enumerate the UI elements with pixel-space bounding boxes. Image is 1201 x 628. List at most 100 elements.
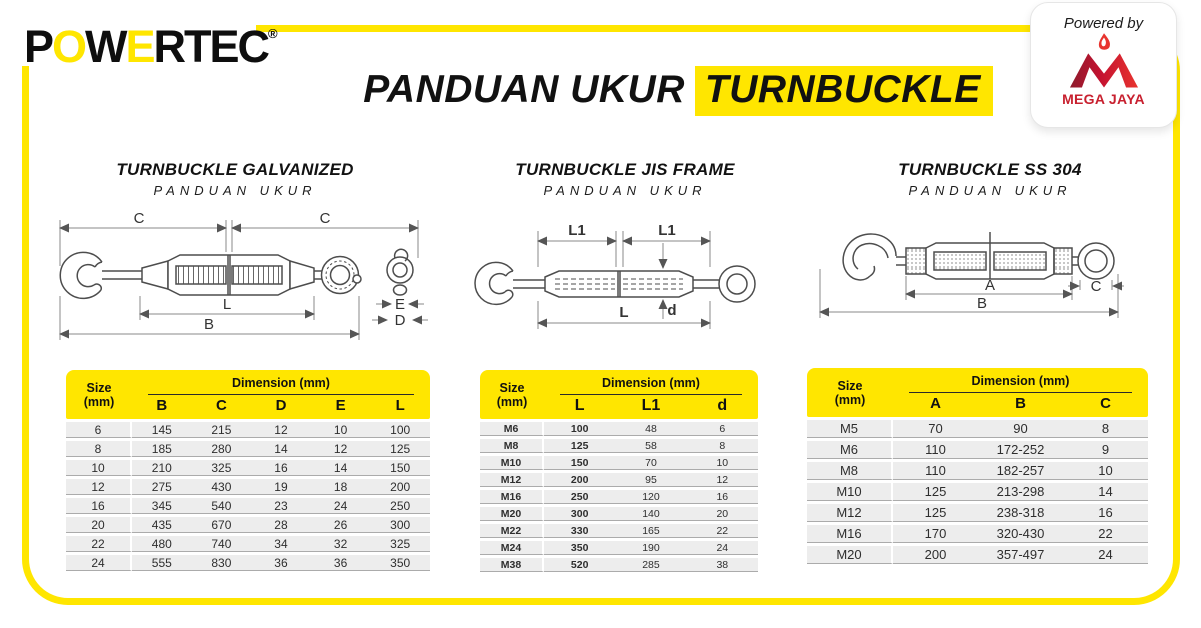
column-header: D bbox=[275, 397, 287, 415]
section-subtitle: PANDUAN UKUR bbox=[543, 183, 707, 198]
value-cell: 275 bbox=[132, 479, 192, 496]
value-cell: 520 bbox=[544, 558, 616, 573]
dim-label-l1: L1 bbox=[568, 222, 586, 239]
frame-mask bbox=[0, 20, 256, 37]
value-cell: 555 bbox=[132, 555, 192, 572]
size-cell: 16 bbox=[66, 498, 132, 515]
size-column-header: Size (mm) bbox=[496, 380, 528, 409]
size-cell: M6 bbox=[480, 422, 544, 437]
value-cell: 182-257 bbox=[978, 462, 1063, 481]
value-cell: 70 bbox=[615, 456, 687, 471]
value-cell: 165 bbox=[615, 524, 687, 539]
value-cell: 330 bbox=[544, 524, 616, 539]
value-cell: 345 bbox=[132, 498, 192, 515]
column-header: E bbox=[335, 397, 346, 415]
value-cell: 172-252 bbox=[978, 441, 1063, 460]
section-subtitle: PANDUAN UKUR bbox=[908, 183, 1072, 198]
dim-label-l: L bbox=[223, 296, 231, 313]
size-cell: 6 bbox=[66, 422, 132, 439]
size-cell: M5 bbox=[807, 420, 893, 439]
value-cell: 238-318 bbox=[978, 504, 1063, 523]
value-cell: 830 bbox=[191, 555, 252, 572]
value-cell: 14 bbox=[1063, 483, 1148, 502]
size-cell: 24 bbox=[66, 555, 132, 572]
value-cell: 24 bbox=[686, 541, 758, 556]
size-cell: M6 bbox=[807, 441, 893, 460]
value-cell: 58 bbox=[615, 439, 687, 454]
value-cell: 90 bbox=[978, 420, 1063, 439]
value-cell: 10 bbox=[1063, 462, 1148, 481]
size-cell: 10 bbox=[66, 460, 132, 477]
dim-label-e: E bbox=[395, 296, 405, 313]
value-cell: 14 bbox=[251, 441, 311, 458]
size-cell: M20 bbox=[480, 507, 544, 522]
value-cell: 125 bbox=[370, 441, 430, 458]
logo-letter-e: E bbox=[125, 21, 156, 72]
registered-mark: ® bbox=[268, 26, 278, 41]
size-cell: M16 bbox=[807, 525, 893, 544]
column-header: C bbox=[1100, 395, 1111, 413]
megajaya-wordmark: MEGA JAYA bbox=[1062, 91, 1145, 107]
value-cell: 36 bbox=[251, 555, 311, 572]
value-cell: 9 bbox=[1063, 441, 1148, 460]
powered-by-label: Powered by bbox=[1063, 15, 1144, 32]
size-cell: M38 bbox=[480, 558, 544, 573]
size-column-header: Size (mm) bbox=[83, 380, 115, 409]
column-header: L bbox=[395, 397, 405, 415]
diagram-galvanized-turnbuckle: C C L B E D bbox=[59, 210, 428, 340]
value-cell: 34 bbox=[251, 536, 311, 553]
value-cell: 150 bbox=[544, 456, 616, 471]
section-heading-ss304: TURNBUCKLE SS 304 PANDUAN UKUR bbox=[805, 160, 1175, 198]
section-title: TURNBUCKLE JIS FRAME bbox=[515, 160, 735, 179]
value-cell: 48 bbox=[615, 422, 687, 437]
frame-mask bbox=[18, 24, 34, 66]
column-header: C bbox=[215, 397, 227, 415]
value-cell: 325 bbox=[370, 536, 430, 553]
size-cell: 8 bbox=[66, 441, 132, 458]
value-cell: 38 bbox=[686, 558, 758, 573]
value-cell: 14 bbox=[310, 460, 371, 477]
diagram-jis-turnbuckle: L1 L1 L d bbox=[474, 222, 756, 329]
size-cell: M8 bbox=[480, 439, 544, 454]
value-cell: 170 bbox=[893, 525, 978, 544]
dimension-rule bbox=[909, 392, 1132, 394]
value-cell: 190 bbox=[615, 541, 687, 556]
dim-label-b: B bbox=[977, 295, 987, 312]
value-cell: 213-298 bbox=[978, 483, 1063, 502]
logo-letter: W bbox=[85, 21, 128, 72]
value-cell: 215 bbox=[191, 422, 252, 439]
size-cell: M20 bbox=[807, 546, 893, 565]
value-cell: 140 bbox=[615, 507, 687, 522]
value-cell: 110 bbox=[893, 462, 978, 481]
value-cell: 125 bbox=[893, 504, 978, 523]
value-cell: 70 bbox=[893, 420, 978, 439]
dim-label-a: A bbox=[985, 277, 995, 294]
section-heading-jis: TURNBUCKLE JIS FRAME PANDUAN UKUR bbox=[440, 160, 810, 198]
value-cell: 185 bbox=[132, 441, 192, 458]
value-cell: 540 bbox=[191, 498, 252, 515]
value-cell: 280 bbox=[191, 441, 252, 458]
dim-label-c: C bbox=[320, 210, 331, 227]
dimension-header: Dimension (mm) bbox=[602, 376, 700, 390]
size-cell: M8 bbox=[807, 462, 893, 481]
value-cell: 12 bbox=[251, 422, 311, 439]
dim-label-l: L bbox=[619, 304, 628, 321]
value-cell: 19 bbox=[251, 479, 311, 496]
